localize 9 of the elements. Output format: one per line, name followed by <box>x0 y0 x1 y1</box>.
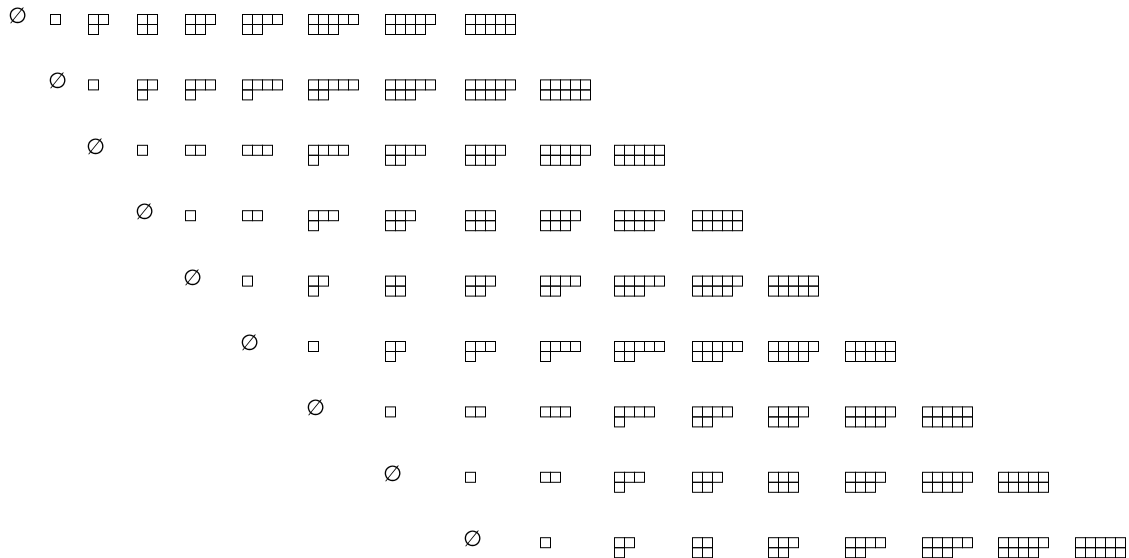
empty-set-symbol: ∅ <box>8 5 27 27</box>
empty-set-symbol: ∅ <box>183 266 202 289</box>
empty-set-symbol: ∅ <box>48 70 67 93</box>
empty-set-symbol: ∅ <box>240 332 259 354</box>
empty-set-symbol: ∅ <box>306 397 325 420</box>
empty-set-symbol: ∅ <box>383 462 402 485</box>
empty-set-symbol: ∅ <box>86 135 105 158</box>
empty-set-symbol: ∅ <box>135 201 154 224</box>
empty-set-symbol: ∅ <box>463 528 482 551</box>
